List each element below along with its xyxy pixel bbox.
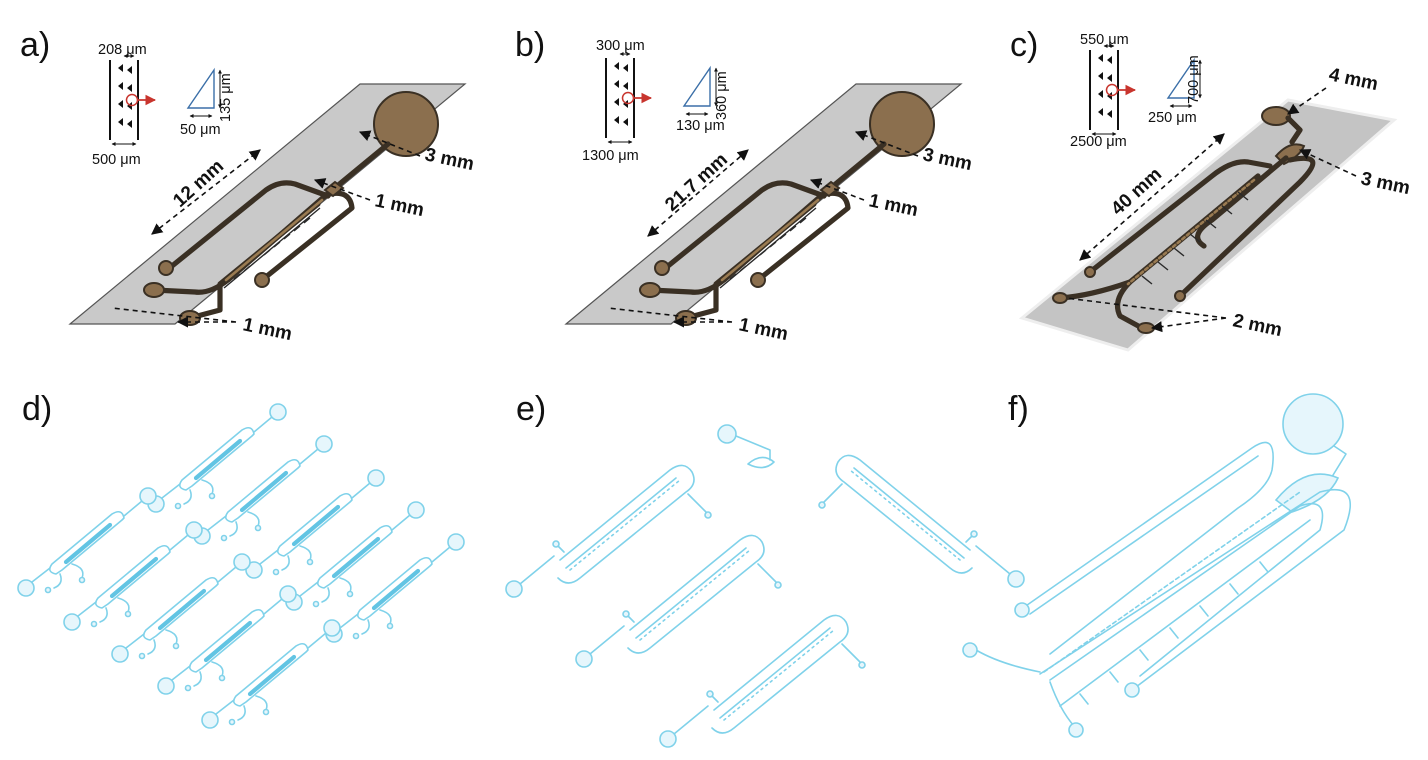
- pillar-height-label-a: 135 μm: [218, 73, 234, 122]
- junction-label-c: 3 mm: [1359, 168, 1412, 199]
- panel-b: b) 300 μm 1300 μm 130 μm 360 μm 21.7 mm …: [515, 26, 974, 345]
- panel-label-d: d): [22, 390, 52, 428]
- gap-label-a: 208 μm: [98, 42, 147, 58]
- outlet-label-b: 3 mm: [921, 144, 974, 175]
- length-arrow-a: [151, 149, 261, 235]
- junction-label-a: 1 mm: [373, 190, 426, 221]
- width-label-a: 500 μm: [92, 152, 141, 168]
- pillar-base-label-c: 250 μm: [1148, 110, 1197, 126]
- device-array-e: [505, 424, 1025, 748]
- panel-e: e): [505, 390, 1025, 748]
- gap-label-b: 300 μm: [596, 38, 645, 54]
- blueprint-device-f: [962, 393, 1352, 738]
- serpentine-device: [505, 464, 712, 598]
- junction-label-b: 1 mm: [867, 190, 920, 221]
- panel-label-a: a): [20, 26, 50, 64]
- width-label-b: 1300 μm: [582, 148, 639, 164]
- inlets-label-b: 1 mm: [737, 314, 790, 345]
- outlet-label-c: 4 mm: [1327, 64, 1380, 95]
- serpentine-device: [818, 454, 1025, 588]
- inlets-label-c: 2 mm: [1231, 310, 1284, 341]
- mini-device: [246, 470, 384, 578]
- panel-f: f): [962, 390, 1352, 738]
- outlet-label-a: 3 mm: [423, 144, 476, 175]
- mini-device: [286, 502, 424, 610]
- panel-label-c: c): [1010, 26, 1038, 64]
- panel-label-e: e): [516, 390, 546, 428]
- mini-device: [64, 522, 202, 630]
- pillar-height-label-b: 360 μm: [714, 71, 730, 120]
- panel-label-f: f): [1008, 390, 1029, 428]
- device-array-d: [18, 404, 464, 728]
- width-label-c: 2500 μm: [1070, 134, 1127, 150]
- pillar-height-label-c: 700 μm: [1186, 55, 1202, 104]
- pillar-base-label-b: 130 μm: [676, 118, 725, 134]
- serpentine-device: [659, 614, 866, 748]
- mini-device: [18, 488, 156, 596]
- gap-label-c: 550 μm: [1080, 32, 1129, 48]
- panel-a: a) 208 μm 500 μm 50 μm 135 μm 12 mm 3 mm…: [20, 26, 476, 345]
- serpentine-device: [575, 534, 782, 668]
- pillar-base-label-a: 50 μm: [180, 122, 221, 138]
- inlets-label-a: 1 mm: [241, 314, 294, 345]
- panel-d: d): [18, 390, 464, 728]
- panel-label-b: b): [515, 26, 545, 64]
- mini-device: [326, 534, 464, 642]
- panel-c: c) 550 μm 2500 μm 250 μm 700 μm 40 mm 4 …: [1010, 26, 1412, 352]
